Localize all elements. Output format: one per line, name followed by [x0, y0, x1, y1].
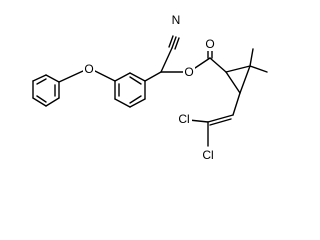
benzene-bond-5 — [129, 72, 146, 82]
phenyl-bond-1 — [32, 74, 47, 82]
vinyl-double-b — [209, 118, 232, 126]
aryl-to-alpha-bond — [144, 71, 162, 82]
structure-diagram: N O O O Cl Cl — [32, 13, 268, 162]
carbonyl-o-label: O — [205, 37, 214, 51]
phenyl-double-1 — [36, 78, 47, 85]
ester-o-label: O — [184, 65, 193, 79]
ether-bond-right — [94, 70, 116, 82]
vinyl-double-a — [207, 114, 234, 123]
atom-labels: N O O O Cl Cl — [83, 13, 216, 162]
phenyl-bond-5 — [32, 97, 47, 107]
chlorine-2-label: Cl — [202, 148, 213, 162]
benzene-bond-3 — [129, 98, 146, 108]
benzene-double-2 — [129, 95, 142, 104]
phenyl-double-3 — [36, 95, 47, 103]
phenyl-bond-4 — [45, 97, 60, 107]
ether-o-label: O — [84, 62, 93, 76]
benzene-bond-6 — [114, 72, 131, 82]
methyl-bond-2 — [249, 65, 268, 73]
carbonyl-to-cyclopropane-bond — [209, 57, 227, 73]
cyclopropane-bond-top — [225, 65, 251, 73]
nitrile-n-label: N — [172, 13, 181, 27]
ring-to-vinyl-bond — [232, 92, 241, 116]
chlorine-1-label: Cl — [178, 112, 189, 126]
ether-bond-left — [58, 70, 84, 83]
nitrile-triple-a — [168, 35, 174, 48]
methyl-bond-1 — [249, 48, 254, 67]
ester-o-to-carbonyl-bond — [194, 57, 211, 69]
nitrile-triple-c — [174, 37, 180, 50]
nitrile-triple-b — [171, 36, 177, 49]
c-cl-bond-1 — [188, 119, 209, 123]
phenyl-bond-2 — [45, 74, 60, 83]
cyclopropane-bond-left — [225, 71, 241, 94]
cyclopropane-bond-right — [239, 65, 251, 94]
alpha-to-nitrile-bond — [160, 47, 173, 73]
bonds — [32, 35, 268, 147]
benzene-double-3 — [129, 76, 142, 85]
benzene-bond-2 — [114, 98, 131, 108]
